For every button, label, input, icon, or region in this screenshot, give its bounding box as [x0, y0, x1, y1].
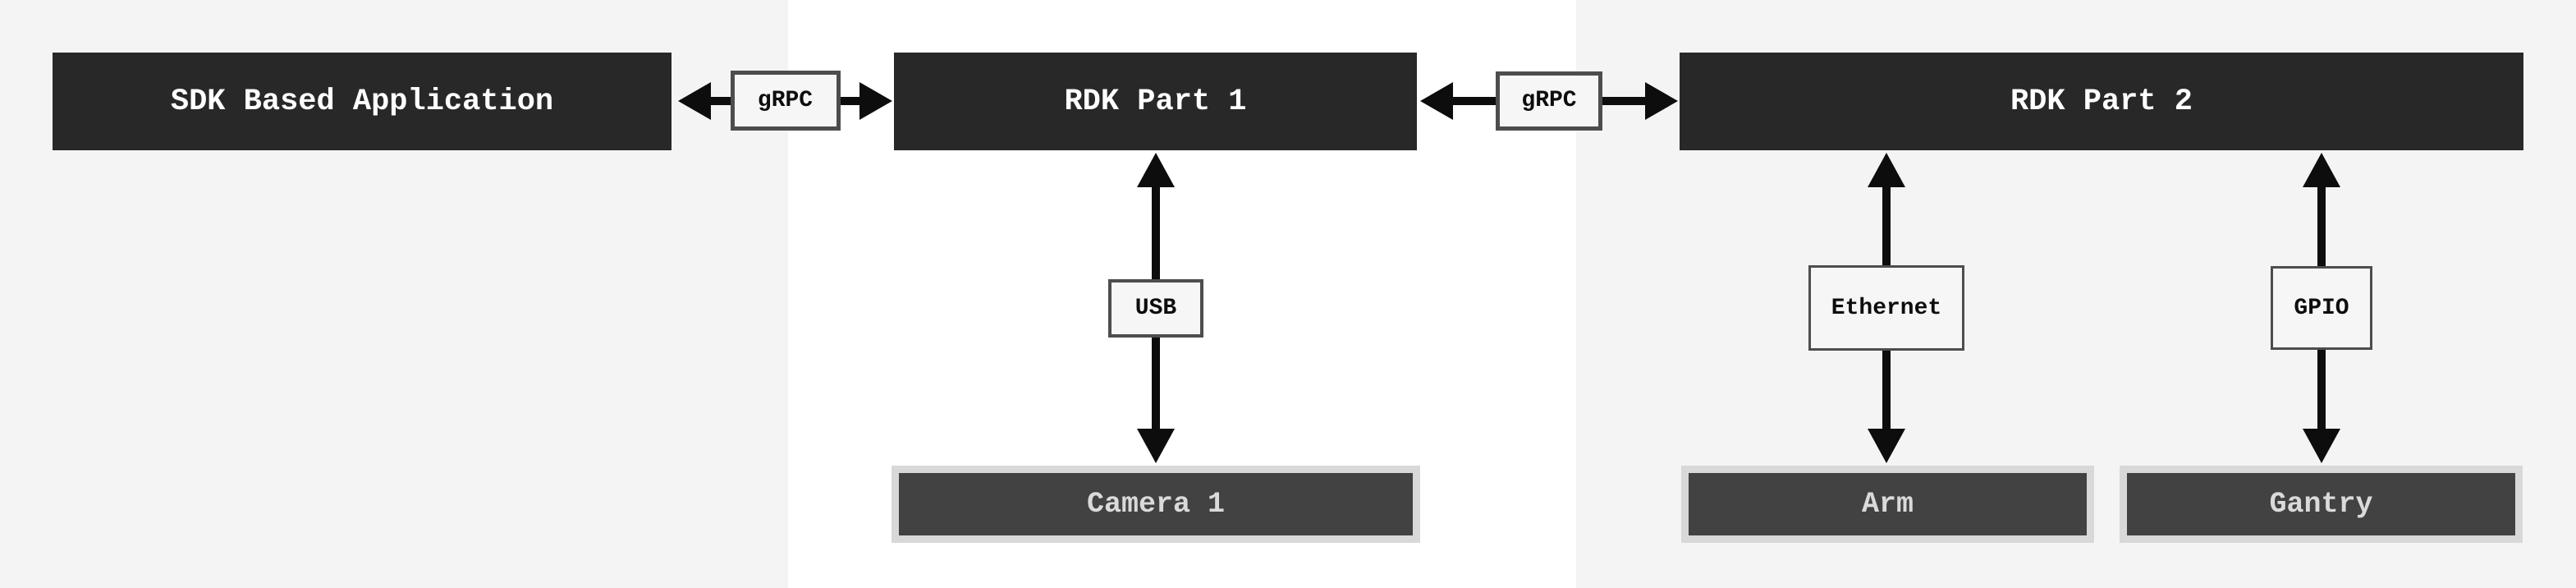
node-gantry: Gantry: [2120, 466, 2523, 543]
grpc-label-text: gRPC: [757, 88, 814, 113]
connector-label-grpc-1: gRPC: [730, 71, 841, 131]
arrow-stem: [1453, 96, 1496, 105]
arrow-stem: [711, 96, 731, 105]
arrow-stem: [1882, 351, 1891, 429]
connector-usb-rdk1-camera: USB: [1108, 153, 1203, 463]
arrowhead-down-icon: [2303, 429, 2340, 463]
connector-grpc-sdk-rdk1: gRPC: [678, 71, 892, 131]
node-rdk1-label: RDK Part 1: [1064, 84, 1247, 119]
arrowhead-down-icon: [1868, 429, 1905, 463]
node-sdk-label: SDK Based Application: [170, 84, 554, 119]
connector-label-gpio: GPIO: [2271, 266, 2372, 350]
node-gantry-label: Gantry: [2269, 488, 2373, 521]
arrowhead-up-icon: [2303, 153, 2340, 187]
arrow-stem: [2317, 350, 2326, 429]
node-arm: Arm: [1681, 466, 2094, 543]
arrow-stem: [1602, 96, 1645, 105]
connector-grpc-rdk1-rdk2: gRPC: [1420, 71, 1678, 131]
arrowhead-up-icon: [1137, 153, 1175, 187]
arrowhead-down-icon: [1137, 429, 1175, 463]
node-rdk-part-2: RDK Part 2: [1680, 53, 2523, 150]
arrow-stem: [1152, 187, 1160, 279]
node-rdk2-label: RDK Part 2: [2010, 84, 2193, 119]
gpio-label-text: GPIO: [2294, 295, 2349, 321]
arrow-stem: [840, 96, 859, 105]
connector-gpio-rdk2-gantry: GPIO: [2271, 153, 2372, 463]
arrow-stem: [1882, 187, 1891, 265]
arrowhead-up-icon: [1868, 153, 1905, 187]
arrowhead-left-icon: [1420, 81, 1453, 120]
arrow-stem: [1152, 337, 1160, 429]
usb-label-text: USB: [1134, 295, 1177, 321]
node-sdk-based-application: SDK Based Application: [53, 53, 672, 150]
node-camera-1: Camera 1: [892, 466, 1420, 543]
connector-label-ethernet: Ethernet: [1808, 265, 1964, 351]
arrowhead-right-icon: [1645, 81, 1678, 120]
arrowhead-right-icon: [859, 81, 892, 120]
connector-label-grpc-2: gRPC: [1496, 71, 1602, 131]
arrow-stem: [2317, 187, 2326, 266]
grpc-label-text: gRPC: [1521, 88, 1577, 113]
arrowhead-left-icon: [678, 81, 711, 120]
node-rdk-part-1: RDK Part 1: [894, 53, 1417, 150]
node-arm-label: Arm: [1861, 488, 1914, 521]
connector-ethernet-rdk2-arm: Ethernet: [1808, 153, 1964, 463]
node-camera-label: Camera 1: [1086, 488, 1226, 521]
connector-label-usb: USB: [1108, 278, 1203, 338]
ethernet-label-text: Ethernet: [1831, 295, 1942, 321]
